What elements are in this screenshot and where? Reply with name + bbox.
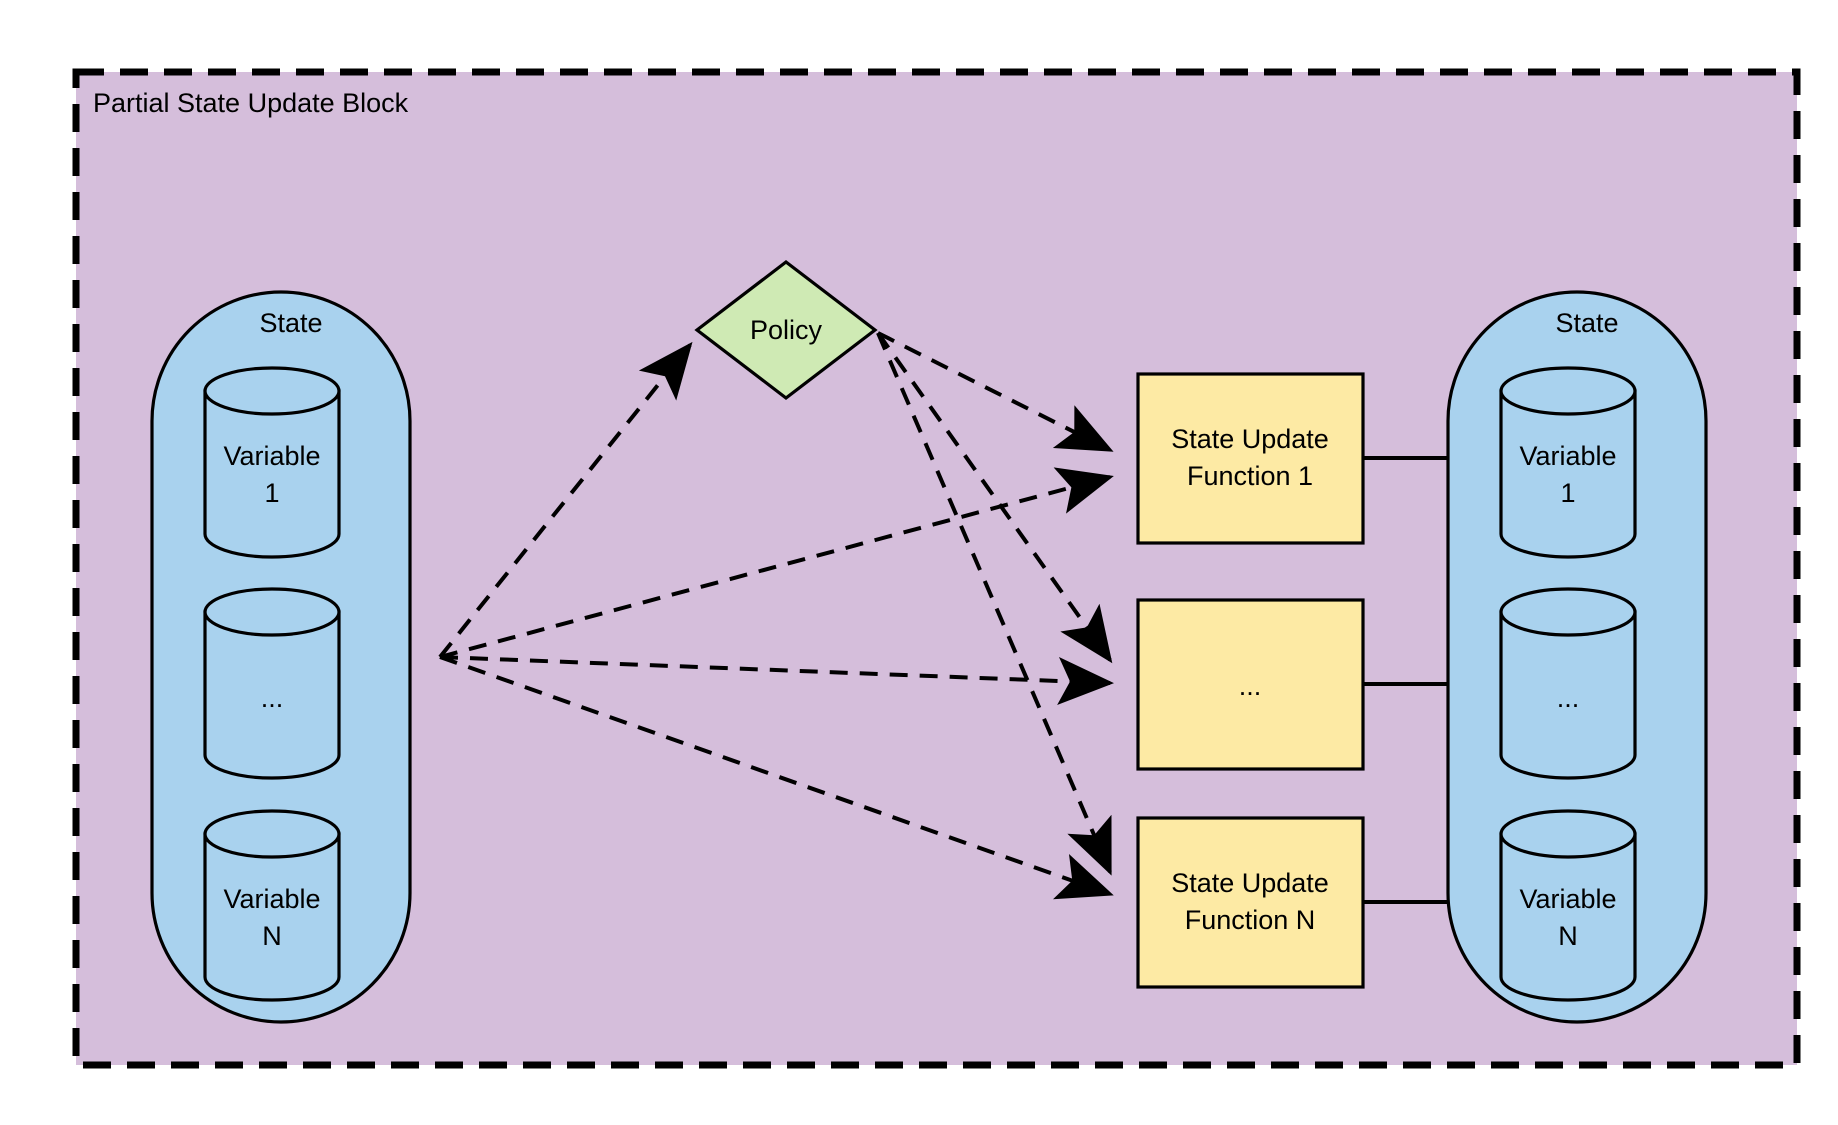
- state-update-function-box-1: State Update Function 1: [1136, 372, 1365, 545]
- state-update-function-label-3b: Function N: [1185, 905, 1316, 935]
- output-variable-label-3b: N: [1558, 921, 1578, 951]
- edge-policy-to-function-1: [877, 331, 1114, 452]
- edge-state-to-function-1: [439, 467, 1114, 659]
- policy-node: [694, 259, 878, 401]
- edge-policy-to-function-2: [876, 331, 1113, 664]
- state-update-function-label-1b: Function 1: [1187, 461, 1313, 491]
- input-variable-cylinder-2: ...: [203, 587, 341, 780]
- input-variable-label-3b: N: [262, 921, 282, 951]
- output-state-label: State: [1555, 308, 1618, 338]
- edge-policy-to-function-3: [876, 332, 1112, 876]
- input-variable-label-1a: Variable: [223, 441, 320, 471]
- state-update-function-box-2: ...: [1136, 598, 1365, 771]
- input-variable-label-2a: ...: [261, 683, 284, 713]
- output-variable-label-3a: Variable: [1519, 884, 1616, 914]
- output-variable-label-2a: ...: [1557, 683, 1580, 713]
- state-update-function-label-1a: State Update: [1171, 424, 1329, 454]
- state-update-function-box-3: State Update Function N: [1136, 816, 1365, 989]
- output-variable-label-1b: 1: [1560, 478, 1575, 508]
- policy-label: Policy: [750, 315, 823, 345]
- input-variable-cylinder-1: Variable 1: [203, 366, 341, 559]
- edge-state-to-policy: [438, 341, 693, 659]
- state-update-function-label-2a: ...: [1239, 671, 1262, 701]
- input-variable-label-3a: Variable: [223, 884, 320, 914]
- output-variable-cylinder-3: Variable N: [1499, 809, 1637, 1002]
- output-variable-cylinder-2: ...: [1499, 587, 1637, 780]
- output-variable-label-1a: Variable: [1519, 441, 1616, 471]
- input-state-label: State: [259, 308, 322, 338]
- input-variable-cylinder-3: Variable N: [203, 809, 341, 1002]
- output-variable-cylinder-1: Variable 1: [1499, 366, 1637, 559]
- input-variable-label-1b: 1: [264, 478, 279, 508]
- state-update-function-label-3a: State Update: [1171, 868, 1329, 898]
- edge-state-to-function-2: [439, 655, 1114, 705]
- block-title: Partial State Update Block: [93, 88, 409, 118]
